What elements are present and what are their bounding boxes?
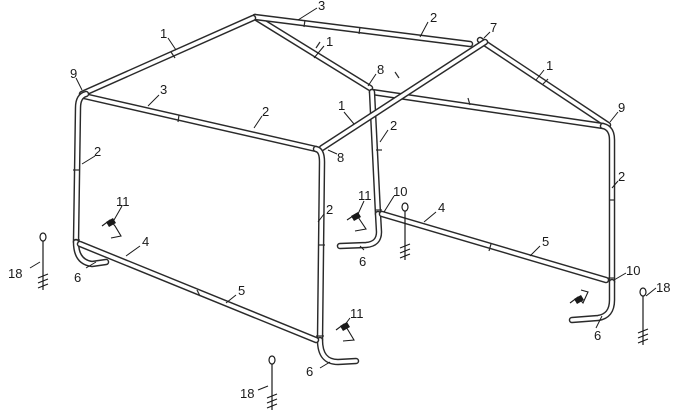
front-left-corner-leg — [72, 90, 90, 246]
callout-18-left-stake: 18 — [8, 266, 22, 281]
spring-clip-right — [569, 289, 589, 305]
back-right-corner-leg — [599, 122, 616, 286]
back-right-foot — [568, 278, 616, 324]
callout-18-right-stake: 18 — [656, 280, 670, 295]
front-rafter-right — [318, 38, 489, 152]
callout-4-back-rail: 4 — [438, 200, 445, 215]
callout-9-left-corner: 9 — [70, 66, 77, 81]
callout-1-front-right-rafter: 1 — [338, 98, 345, 113]
callout-5-front-rail: 5 — [238, 283, 245, 298]
ground-stake-left — [37, 232, 49, 290]
callout-1-inner-rafter: 1 — [326, 34, 333, 49]
callout-4-front-rail: 4 — [142, 234, 149, 249]
spring-clip-middle — [346, 212, 367, 232]
back-ridge-rafter-left — [251, 13, 374, 92]
callout-labels: 1 3 2 1 7 9 3 8 1 2 1 2 9 2 8 2 10 4 11 … — [8, 0, 670, 401]
callout-9-right-corner: 9 — [618, 100, 625, 115]
tube-seams — [73, 19, 615, 337]
callout-8-front-joint: 8 — [337, 150, 344, 165]
spring-clip-front — [335, 322, 355, 342]
ground-stake-middle — [399, 202, 411, 260]
frame-tubes — [72, 13, 616, 366]
callout-3-ridge: 3 — [318, 0, 325, 13]
callout-11-front-clip: 11 — [350, 306, 364, 321]
front-right-foot — [316, 336, 360, 366]
callout-2-eave: 2 — [262, 104, 269, 119]
callout-1-front-rafter: 1 — [160, 26, 167, 41]
callout-6-left-foot: 6 — [74, 270, 81, 285]
callout-2-middle-leg: 2 — [390, 118, 397, 133]
ground-stake-front — [266, 355, 278, 410]
callout-10-right-tee: 10 — [626, 263, 640, 278]
back-eave-side-rail — [368, 88, 607, 130]
callout-18-front-stake: 18 — [240, 386, 254, 401]
callout-3-eave: 3 — [160, 82, 167, 97]
leader-lines — [29, 7, 657, 391]
callout-5-back-rail: 5 — [542, 234, 549, 249]
front-right-corner-leg — [312, 145, 326, 344]
callout-10-middle-tee: 10 — [393, 184, 407, 199]
callout-11-middle-clip: 11 — [358, 188, 372, 203]
callout-6-middle-foot: 6 — [359, 254, 366, 269]
back-ground-rail — [378, 210, 610, 284]
callout-2-ridge: 2 — [430, 10, 437, 25]
callout-6-front-foot: 6 — [306, 364, 313, 379]
callout-11-left-clip: 11 — [116, 194, 130, 209]
spring-clip-left — [101, 218, 122, 239]
front-eave-side-rail — [80, 92, 320, 153]
callout-2-back-right-leg: 2 — [618, 169, 625, 184]
middle-left-foot — [336, 210, 383, 250]
callout-8-middle-joint: 8 — [377, 62, 384, 77]
callout-1-back-rafter: 1 — [546, 58, 553, 73]
ground-stake-right — [637, 287, 649, 345]
front-rafter-left — [78, 14, 257, 98]
callout-6-right-foot: 6 — [594, 328, 601, 343]
callout-2-front-right-leg: 2 — [326, 202, 333, 217]
callout-2-left-leg: 2 — [94, 144, 101, 159]
callout-7-peak-connector: 7 — [490, 20, 497, 35]
top-ridge-pole — [251, 13, 474, 48]
